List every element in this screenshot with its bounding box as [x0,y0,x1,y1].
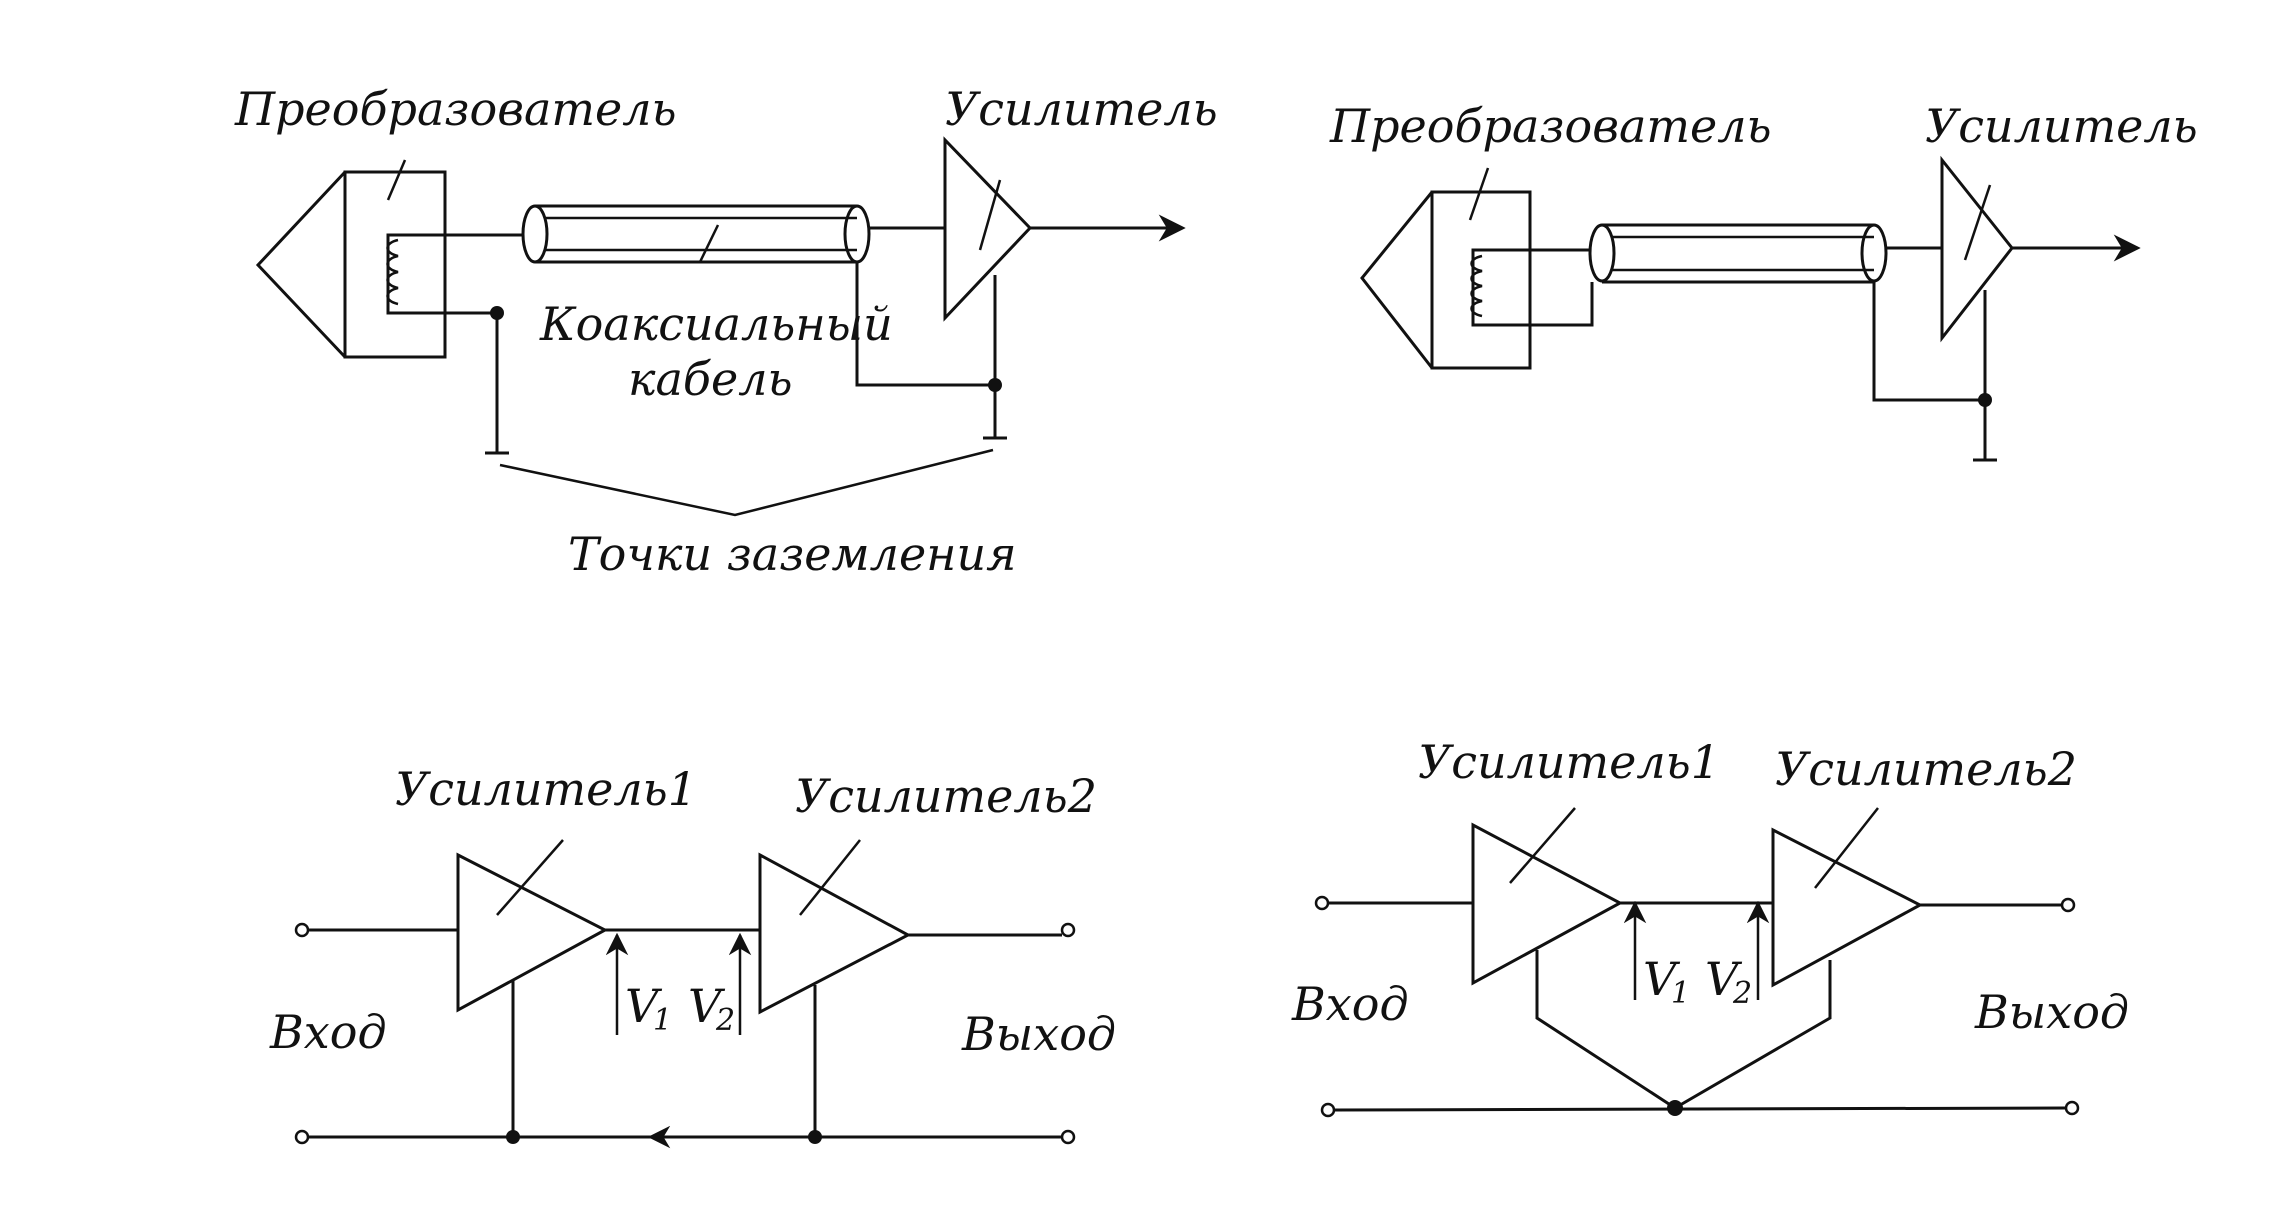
ground-points-label: Точки заземления [568,527,1017,581]
amplifier-label: Усилитель [945,82,1218,136]
amplifier1-label: Усилитель1 [395,762,697,816]
amplifier2-bl [758,839,912,1015]
coax-cable-tr [1588,223,1888,284]
output-terminal [2064,1100,2080,1116]
v2-label: V [1705,952,1743,1006]
coil-icon [386,238,399,306]
amplifier-tr [1940,155,2014,343]
input-label: Вход [269,1005,387,1059]
v1-subscript: 1 [653,1003,672,1038]
input-terminal [1320,1102,1336,1118]
coil-icon [1470,254,1483,318]
v1-label: V [625,979,663,1033]
amplifier1-bl [456,839,609,1013]
amplifier2-label: Усилитель2 [1775,742,2077,796]
input-terminal [294,922,310,938]
cable-label-line1: Коаксиальный [539,297,893,351]
amplifier-label: Усилитель [1925,99,2198,153]
output-terminal [1060,1129,1076,1145]
input-terminal [294,1129,310,1145]
transducer-label: Преобразователь [1329,99,1772,153]
v2-subscript: 2 [1732,976,1752,1011]
transducer-tr [1360,167,1532,370]
amplifier2-label: Усилитель2 [795,769,1097,823]
bottom-right-diagram: Усилитель1 Усилитель2 Вход Выход V 1 V 2 [1291,735,2129,1118]
v1-label: V [1643,952,1681,1006]
output-label: Выход [961,1007,1116,1061]
amplifier2-br [1771,807,1924,988]
output-terminal [1060,922,1076,938]
input-label: Вход [1291,977,1409,1031]
v1-subscript: 1 [1671,976,1690,1011]
amplifier1-br [1471,807,1624,986]
v2-label: V [688,979,726,1033]
amplifier1-label: Усилитель1 [1418,735,1720,789]
input-terminal [1314,895,1330,911]
cable-label-line2: кабель [628,352,793,406]
coax-cable-tl [521,204,871,264]
bottom-left-diagram: Усилитель1 Усилитель2 Вход Выход V 1 V 2 [269,762,1116,1149]
top-right-diagram: Преобразователь Усилитель [1329,99,2198,462]
output-label: Выход [1974,985,2129,1039]
amplifier-tl [943,136,1033,322]
transducer-label: Преобразователь [234,82,677,136]
top-left-diagram: Преобразователь Усилитель Коаксиальный к… [234,82,1218,581]
v2-subscript: 2 [715,1003,735,1038]
transducer-tl [255,159,447,359]
output-terminal [2060,897,2076,913]
